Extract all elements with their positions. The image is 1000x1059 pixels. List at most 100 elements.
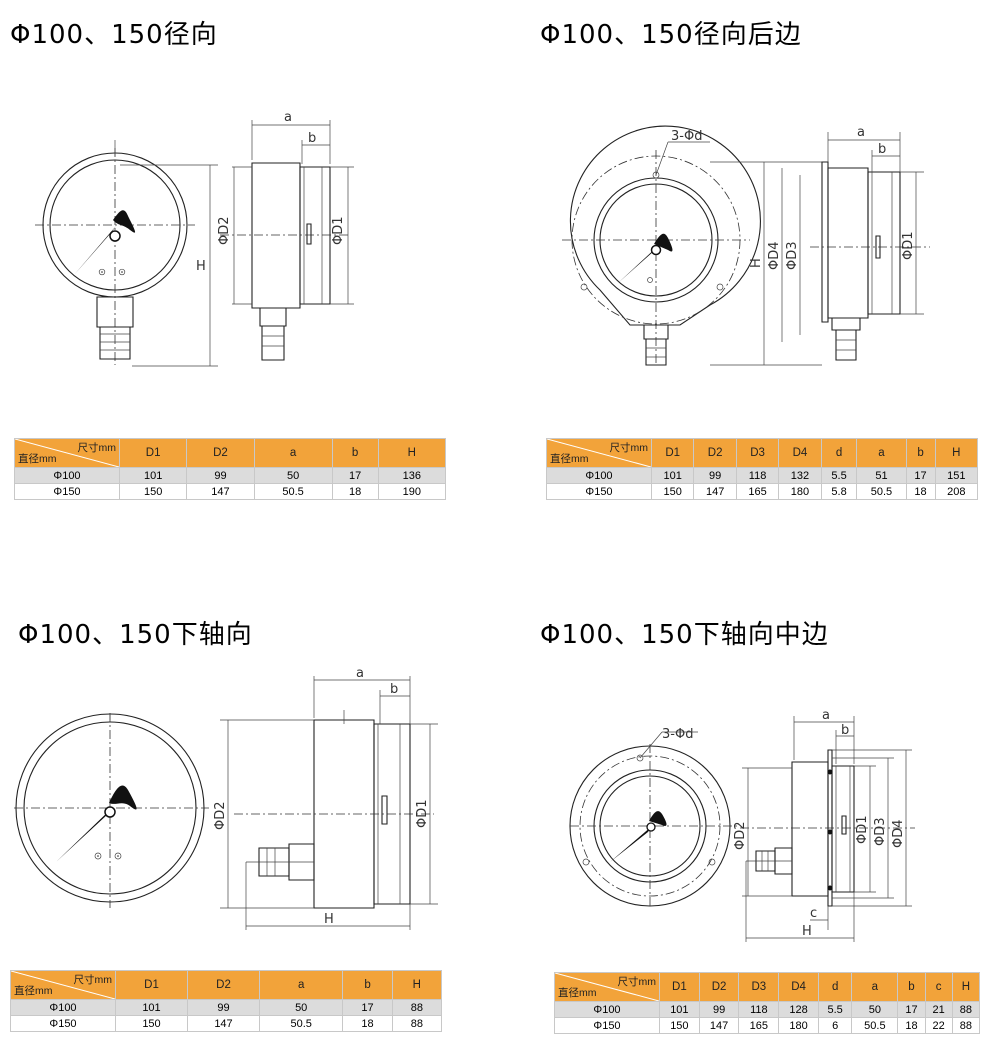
table-cell: Φ150 <box>554 1017 660 1034</box>
table-cell: 147 <box>187 1015 260 1032</box>
column-header: b <box>331 438 379 468</box>
table-cell: 208 <box>934 483 979 500</box>
label-d1: ΦD1 <box>855 815 870 844</box>
table-cell: 88 <box>391 999 443 1016</box>
table-cell: 190 <box>377 483 447 500</box>
diagonal-divider <box>555 973 659 1001</box>
column-header: H <box>391 970 443 1000</box>
radial-gauge-diagram: H a b ΦD2 ΦD1 <box>20 110 380 390</box>
column-header: H <box>934 438 979 468</box>
table-cell: Φ150 <box>10 1015 116 1032</box>
table-cell: 150 <box>115 1015 188 1032</box>
label-b: b <box>308 131 316 146</box>
table-cell: 22 <box>924 1017 953 1034</box>
label-3-d-hole: 3-Φd <box>671 129 702 144</box>
table-cell: Φ100 <box>546 467 652 484</box>
corner-label-size: 尺寸mm <box>609 442 649 454</box>
label-d2: ΦD2 <box>733 821 748 850</box>
table-cell: 50.5 <box>856 483 907 500</box>
label-d4: ΦD4 <box>891 819 906 848</box>
column-header: D3 <box>738 972 780 1002</box>
table-cell: 18 <box>905 483 936 500</box>
label-a: a <box>356 666 364 681</box>
table-cell: 5.8 <box>820 483 858 500</box>
section-title-bottom-axial: Φ100、150下轴向 <box>18 620 253 650</box>
label-d3: ΦD3 <box>785 241 800 270</box>
column-header: D1 <box>115 970 188 1000</box>
column-header: H <box>951 972 981 1002</box>
section-title-radial-back-flange: Φ100、150径向后边 <box>540 20 802 50</box>
table-cell: 50 <box>253 467 333 484</box>
column-header: D2 <box>693 438 737 468</box>
column-header: D4 <box>778 972 819 1002</box>
table-cell: 99 <box>693 467 737 484</box>
label-b: b <box>878 142 886 157</box>
label-h: H <box>749 258 764 268</box>
table-cell: 5.5 <box>820 467 858 484</box>
column-header: a <box>856 438 907 468</box>
label-3-d-hole: 3-Φd <box>662 727 693 742</box>
table-cell: 180 <box>778 483 822 500</box>
table-cell: 88 <box>391 1015 443 1032</box>
label-a: a <box>822 708 830 723</box>
label-d3: ΦD3 <box>873 817 888 846</box>
column-header: c <box>924 972 953 1002</box>
table-cell: 150 <box>650 483 695 500</box>
table-cell: 180 <box>778 1017 819 1034</box>
table-cell: 17 <box>331 467 379 484</box>
table-cell: 21 <box>924 1001 953 1018</box>
column-header: D2 <box>187 970 260 1000</box>
corner-label-size: 尺寸mm <box>617 976 657 988</box>
radial-back-flange-gauge-diagram: 3-Φd H ΦD4 ΦD3 a b ΦD1 <box>560 125 950 375</box>
bottom-axial-front-flange-gauge-diagram: 3-Φd a b ΦD2 ΦD1 ΦD3 ΦD4 c H <box>570 708 940 948</box>
column-header: D2 <box>186 438 255 468</box>
table-cell: 132 <box>778 467 822 484</box>
column-header: d <box>820 438 858 468</box>
table-cell: 18 <box>342 1015 393 1032</box>
corner-label-size: 尺寸mm <box>77 442 117 454</box>
table-cell: 5.5 <box>817 1001 853 1018</box>
table-cell: 99 <box>186 467 255 484</box>
label-d2: ΦD2 <box>217 216 232 245</box>
corner-label-diameter: 直径mm <box>18 453 57 465</box>
label-a: a <box>284 110 292 125</box>
column-header: a <box>851 972 899 1002</box>
table-corner-cell: 尺寸mm 直径mm <box>546 438 652 468</box>
label-h: H <box>802 924 812 939</box>
table-cell: 88 <box>951 1001 981 1018</box>
table-cell: 99 <box>698 1001 740 1018</box>
column-header: D2 <box>698 972 740 1002</box>
column-header: b <box>342 970 393 1000</box>
table-cell: Φ100 <box>554 1001 660 1018</box>
table-cell: 51 <box>856 467 907 484</box>
corner-label-diameter: 直径mm <box>550 453 589 465</box>
label-a: a <box>857 125 865 140</box>
table-cell: 101 <box>650 467 695 484</box>
table-cell: 165 <box>735 483 780 500</box>
table-cell: 101 <box>659 1001 700 1018</box>
table-cell: 101 <box>115 999 188 1016</box>
diagonal-divider <box>547 439 651 467</box>
table-cell: 18 <box>331 483 379 500</box>
table-cell: 151 <box>934 467 979 484</box>
table-cell: 150 <box>659 1017 700 1034</box>
table-cell: 147 <box>693 483 737 500</box>
table-cell: 165 <box>738 1017 780 1034</box>
column-header: a <box>258 970 344 1000</box>
label-b: b <box>390 682 398 697</box>
column-header: D4 <box>778 438 822 468</box>
label-h: H <box>196 259 206 274</box>
